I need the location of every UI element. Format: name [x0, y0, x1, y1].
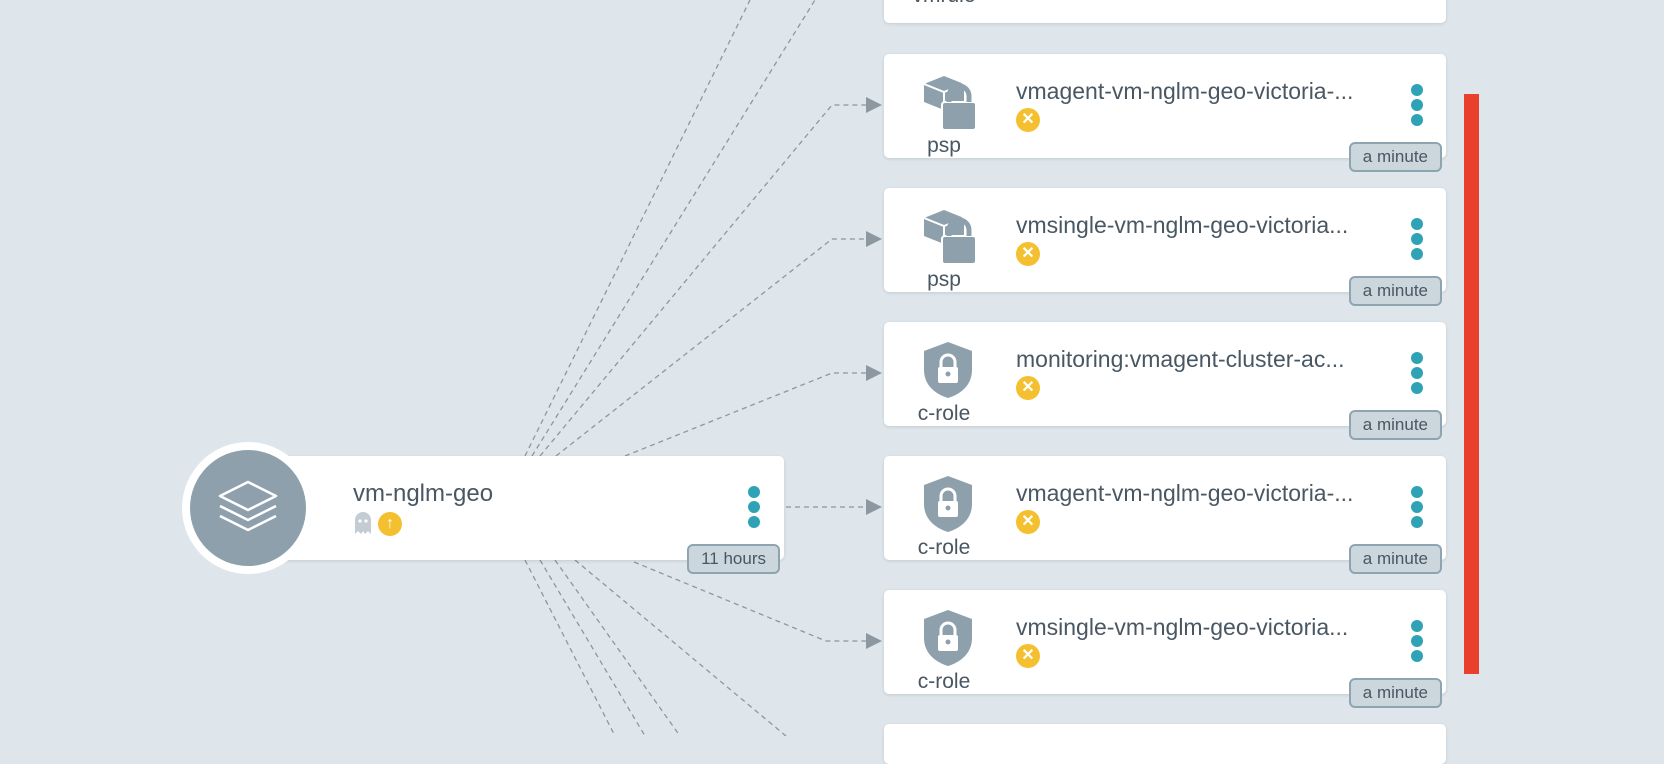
- resource-menu-button[interactable]: [1409, 486, 1425, 530]
- menu-dot-icon: [748, 501, 760, 513]
- box-lock-icon: [923, 210, 977, 265]
- resource-name[interactable]: monitoring:vmagent-cluster-ac...: [1016, 346, 1345, 372]
- menu-dot-icon: [1411, 233, 1423, 245]
- application-age-badge: 11 hours: [687, 544, 780, 574]
- resource-age-badge: a minute: [1348, 142, 1442, 172]
- application-menu-button[interactable]: [746, 486, 762, 530]
- scroll-position-marker[interactable]: [1464, 94, 1479, 674]
- resource-kind-label: c-role: [917, 402, 971, 425]
- resource-name[interactable]: vmagent-vm-nglm-geo-victoria-...: [1016, 480, 1354, 506]
- x-circle-icon: ✕: [1016, 644, 1040, 668]
- menu-dot-icon: [1411, 114, 1423, 126]
- shield-lock-icon: [924, 610, 972, 666]
- resource-kind-label: psp: [927, 268, 961, 291]
- ghost-icon: [355, 512, 371, 534]
- resource-menu-button[interactable]: [1409, 84, 1425, 128]
- application-name[interactable]: vm-nglm-geo: [353, 480, 494, 507]
- resource-kind-label: c-role: [917, 670, 971, 693]
- menu-dot-icon: [1411, 650, 1423, 662]
- menu-dot-icon: [1411, 620, 1423, 632]
- resource-menu-button[interactable]: [1409, 218, 1425, 262]
- resource-kind-label: c-role: [917, 536, 971, 559]
- menu-dot-icon: [1411, 84, 1423, 96]
- menu-dot-icon: [748, 486, 760, 498]
- menu-dot-icon: [1411, 218, 1423, 230]
- shield-lock-icon: [924, 342, 972, 398]
- menu-dot-icon: [1411, 248, 1423, 260]
- application-icon-badge[interactable]: [190, 450, 306, 566]
- resource-age-badge: a minute: [1348, 544, 1442, 574]
- x-circle-icon: ✕: [1016, 376, 1040, 400]
- resource-kind-label: psp: [927, 134, 961, 157]
- menu-dot-icon: [1411, 352, 1423, 364]
- resource-kind-label: vmrule: [884, 0, 1004, 8]
- menu-dot-icon: [1411, 99, 1423, 111]
- layers-icon: [218, 480, 278, 532]
- menu-dot-icon: [1411, 382, 1423, 394]
- resource-node-psp-vmagent[interactable]: psp vmagent-vm-nglm-geo-victoria-... ✕ a…: [884, 54, 1446, 172]
- arrow-up-icon: ↑: [378, 512, 402, 536]
- resource-age-badge: a minute: [1348, 410, 1442, 440]
- menu-dot-icon: [1411, 501, 1423, 513]
- menu-dot-icon: [1411, 367, 1423, 379]
- resource-node-psp-vmsingle[interactable]: psp vmsingle-vm-nglm-geo-victoria... ✕ a…: [884, 188, 1446, 306]
- menu-dot-icon: [1411, 486, 1423, 498]
- resource-node-crole-monitoring[interactable]: c-role monitoring:vmagent-cluster-ac... …: [884, 322, 1446, 440]
- resource-name[interactable]: vmsingle-vm-nglm-geo-victoria...: [1016, 212, 1349, 238]
- x-circle-icon: ✕: [1016, 108, 1040, 132]
- menu-dot-icon: [1411, 635, 1423, 647]
- resource-age-badge: a minute: [1348, 276, 1442, 306]
- resource-node-crole-vmagent[interactable]: c-role vmagent-vm-nglm-geo-victoria-... …: [884, 456, 1446, 574]
- x-circle-icon: ✕: [1016, 242, 1040, 266]
- resource-name[interactable]: vmsingle-vm-nglm-geo-victoria...: [1016, 614, 1349, 640]
- x-circle-icon: ✕: [1016, 510, 1040, 534]
- resource-node-crole-vmsingle[interactable]: c-role vmsingle-vm-nglm-geo-victoria... …: [884, 590, 1446, 708]
- resource-menu-button[interactable]: [1409, 352, 1425, 396]
- menu-dot-icon: [1411, 516, 1423, 528]
- resource-menu-button[interactable]: [1409, 620, 1425, 664]
- shield-lock-icon: [924, 476, 972, 532]
- box-lock-icon: [923, 76, 977, 131]
- menu-dot-icon: [748, 516, 760, 528]
- resource-node-partial[interactable]: [884, 724, 1446, 764]
- application-node[interactable]: vm-nglm-geo ↑ 11 hours: [250, 456, 784, 574]
- resource-node-vmrule[interactable]: vmrule: [884, 0, 1446, 23]
- resource-age-badge: a minute: [1348, 678, 1442, 708]
- resource-name[interactable]: vmagent-vm-nglm-geo-victoria-...: [1016, 78, 1354, 104]
